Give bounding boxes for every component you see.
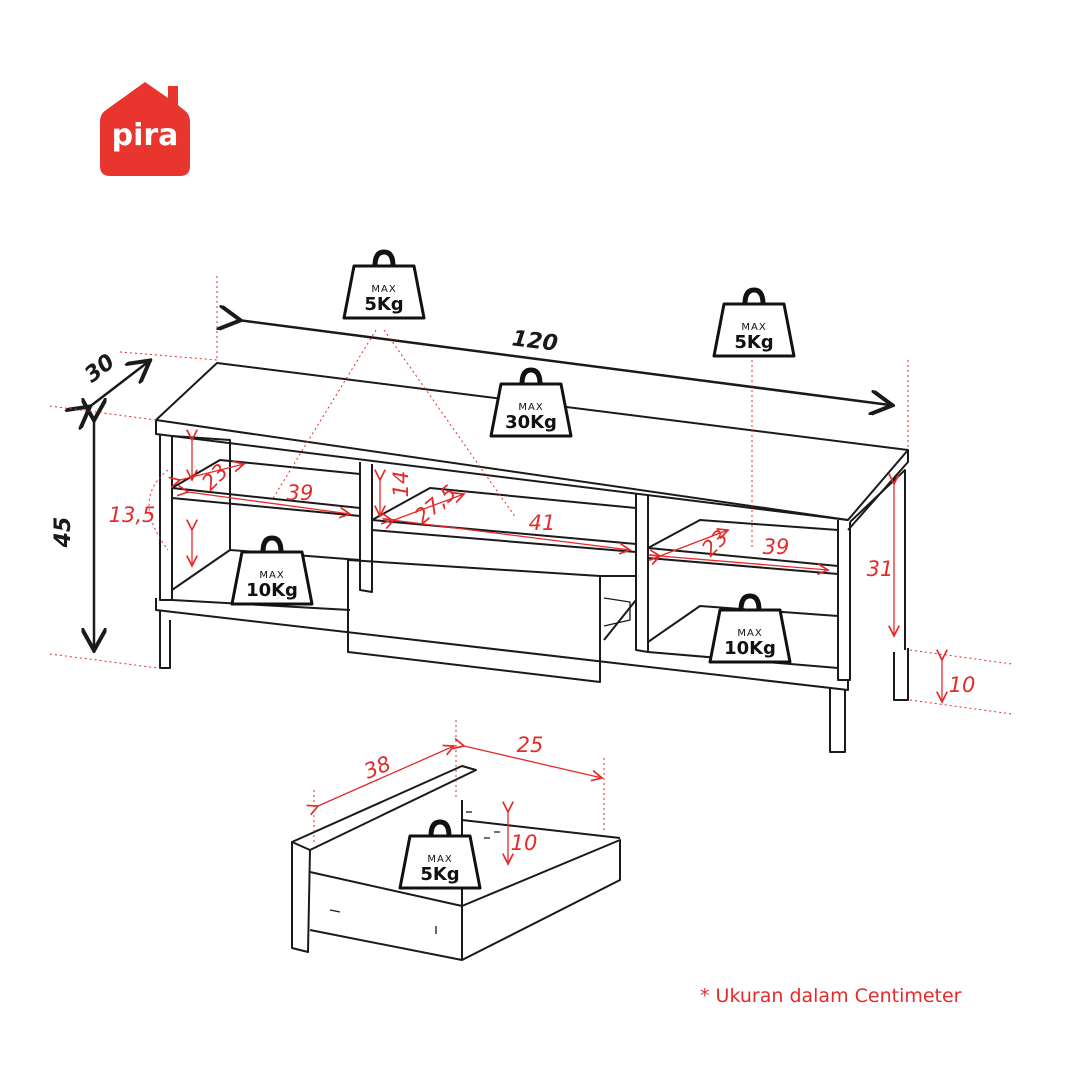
drawer-front-open — [347, 559, 601, 683]
weight-icon-top-left: MAX 5Kg — [344, 252, 424, 318]
brand-name: pira — [112, 118, 179, 153]
dim-right-shelf-height: 31 — [867, 557, 894, 581]
dim-center-shelf-height: 14 — [389, 471, 413, 498]
svg-text:MAX: MAX — [518, 402, 543, 413]
svg-text:MAX: MAX — [737, 628, 762, 639]
weight-icon-top-center: MAX 30Kg — [491, 370, 571, 436]
svg-text:30Kg: 30Kg — [505, 412, 557, 433]
svg-text:10Kg: 10Kg — [724, 638, 776, 659]
dim-drawer-depth: 25 — [517, 733, 544, 757]
depth-arrow — [88, 362, 148, 408]
svg-text:MAX: MAX — [371, 284, 396, 295]
dim-left-shelf-height: 13,5 — [109, 503, 156, 527]
drawer-detail — [291, 765, 621, 961]
dim-drawer-height: 10 — [511, 831, 538, 855]
dim-right-shelf-width: 39 — [763, 535, 790, 559]
pira-logo: pira — [100, 82, 190, 176]
svg-text:MAX: MAX — [741, 322, 766, 333]
dim-height: 45 — [51, 517, 76, 549]
dim-left-shelf-depth: 23 — [197, 459, 233, 495]
weight-icon-bottom-right: MAX 10Kg — [710, 596, 790, 662]
dim-left-shelf-width: 39 — [287, 481, 314, 505]
svg-text:5Kg: 5Kg — [364, 294, 403, 315]
dim-width: 120 — [510, 326, 559, 356]
svg-text:5Kg: 5Kg — [734, 332, 773, 353]
dim-leg-height: 10 — [949, 673, 976, 697]
dim-center-shelf-width: 41 — [529, 511, 556, 535]
unit-note: * Ukuran dalam Centimeter — [700, 985, 962, 1007]
weight-icon-top-right: MAX 5Kg — [714, 290, 794, 356]
dim-depth: 30 — [80, 350, 120, 389]
svg-text:MAX: MAX — [259, 570, 284, 581]
weight-icon-bottom-left: MAX 10Kg — [232, 538, 312, 604]
svg-text:10Kg: 10Kg — [246, 580, 298, 601]
cabinet-right-side — [837, 520, 851, 681]
cabinet-left-side — [159, 434, 173, 601]
width-arrow — [238, 320, 890, 405]
svg-text:MAX: MAX — [427, 854, 452, 865]
weight-icon-drawer: MAX 5Kg — [400, 822, 480, 888]
svg-text:5Kg: 5Kg — [420, 864, 459, 885]
dim-drawer-width: 38 — [360, 751, 394, 783]
